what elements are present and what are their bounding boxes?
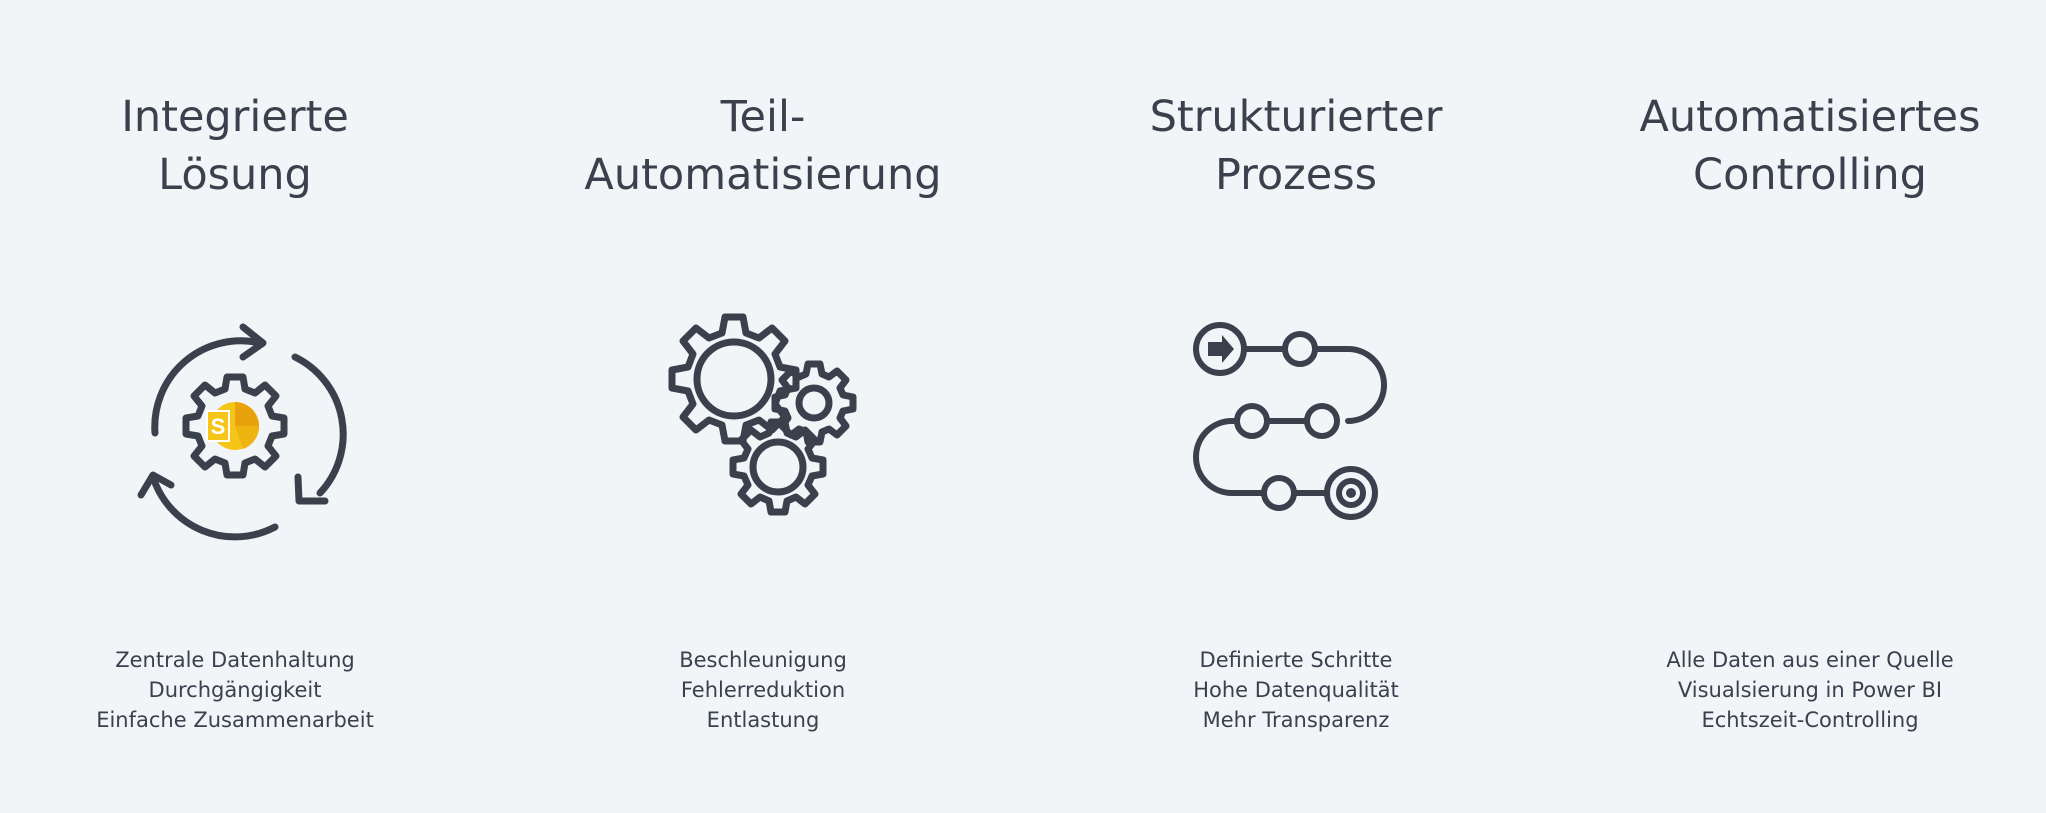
column-title: Teil- Automatisierung	[553, 88, 973, 204]
column-title-line: Automatisierung	[584, 150, 942, 200]
integration-cycle-icon: S	[137, 323, 347, 541]
feature-item: Beschleunigung	[679, 648, 847, 672]
feature-list: Beschleunigung Fehlerreduktion Entlastun…	[553, 645, 973, 735]
feature-item: Fehlerreduktion	[680, 678, 846, 702]
feature-item: Entlastung	[706, 708, 820, 732]
process-path-icon	[1193, 322, 1387, 520]
feature-item: Zentrale Datenhaltung	[115, 648, 355, 672]
feature-item: Mehr Transparenz	[1202, 708, 1390, 732]
feature-item: Hohe Datenqualität	[1193, 678, 1399, 702]
feature-list: Zentrale Datenhaltung Durchgängigkeit Ei…	[25, 645, 445, 735]
feature-column-integrierte-loesung: Integrierte Lösung S	[25, 0, 445, 813]
gears-icon	[668, 313, 857, 516]
column-title: Strukturierter Prozess	[1086, 88, 1506, 204]
feature-column-strukturierter-prozess: Strukturierter Prozess	[1086, 0, 1506, 813]
feature-item: Alle Daten aus einer Quelle	[1666, 648, 1954, 672]
column-title: Integrierte Lösung	[25, 88, 445, 204]
feature-item: Echtszeit-Controlling	[1701, 708, 1919, 732]
column-title-line: Automatisiertes	[1639, 92, 1981, 142]
feature-list: Alle Daten aus einer Quelle Visualsierun…	[1600, 645, 2020, 735]
feature-item: Visualsierung in Power BI	[1677, 678, 1943, 702]
feature-item: Durchgängigkeit	[148, 678, 322, 702]
column-title-line: Lösung	[158, 150, 312, 200]
svg-text:S: S	[211, 414, 226, 439]
column-title-line: Prozess	[1214, 150, 1378, 200]
feature-column-teil-automatisierung: Teil- Automatisierung Beschleunigung Feh…	[553, 0, 973, 813]
feature-item: Definierte Schritte	[1199, 648, 1393, 672]
column-title-line: Integrierte	[121, 92, 349, 142]
column-title: Automatisiertes Controlling	[1600, 88, 2020, 204]
feature-column-automatisiertes-controlling: Automatisiertes Controlling Alle Daten a…	[1600, 0, 2020, 813]
feature-item: Einfache Zusammenarbeit	[96, 708, 374, 732]
column-title-line: Strukturierter	[1149, 92, 1443, 142]
empty-icon-area	[1690, 305, 1930, 545]
column-title-line: Teil-	[720, 92, 806, 142]
column-title-line: Controlling	[1693, 150, 1927, 200]
feature-list: Definierte Schritte Hohe Datenqualität M…	[1086, 645, 1506, 735]
